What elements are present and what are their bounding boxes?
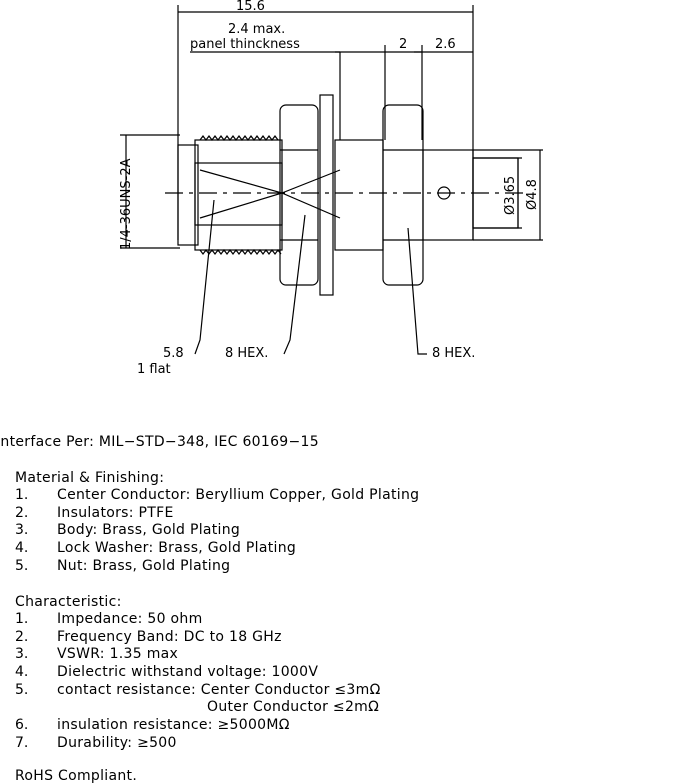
char-item-3: VSWR: 1.35 max	[57, 646, 179, 662]
material-item-4: Lock Washer: Brass, Gold Plating	[57, 540, 297, 556]
char-num-7: 7.	[15, 735, 29, 751]
char-num-1: 1.	[15, 611, 29, 627]
material-num-4: 4.	[15, 540, 29, 556]
interface-line: Interface Per: MIL−STD−348, IEC 60169−15	[0, 434, 319, 450]
char-item-2: Frequency Band: DC to 18 GHz	[57, 629, 282, 645]
material-num-3: 3.	[15, 522, 29, 538]
hex-right-label: 8 HEX.	[432, 346, 475, 361]
material-item-2: Insulators: PTFE	[57, 505, 174, 521]
material-item-5: Nut: Brass, Gold Plating	[57, 558, 231, 574]
dim-2-6-label: 2.6	[435, 37, 456, 52]
hex-left-label: 8 HEX.	[225, 346, 268, 361]
char-item-5: contact resistance: Center Conductor ≤3m…	[57, 682, 381, 698]
char-item-1: Impedance: 50 ohm	[57, 611, 203, 627]
char-item-5-outer: Outer Conductor ≤2mΩ	[207, 699, 380, 715]
char-num-3: 3.	[15, 646, 29, 662]
material-item-1: Center Conductor: Beryllium Copper, Gold…	[57, 487, 420, 503]
dia-48-label: Ø4.8	[525, 179, 540, 210]
thread-spec-label: 1/4-36UNS-2A	[119, 158, 134, 250]
material-heading: Material & Finishing:	[15, 470, 165, 486]
panel-thickness-label: panel thinckness	[190, 37, 300, 52]
material-num-5: 5.	[15, 558, 29, 574]
material-item-3: Body: Brass, Gold Plating	[57, 522, 241, 538]
dim-2-label: 2	[399, 37, 407, 52]
char-num-4: 4.	[15, 664, 29, 680]
char-num-6: 6.	[15, 717, 29, 733]
char-num-5: 5.	[15, 682, 29, 698]
characteristic-heading: Characteristic:	[15, 594, 122, 610]
connector-drawing: 15.6 2.4 max. panel thinckness 2 2.6 1/4…	[119, 0, 543, 377]
rohs-line: RoHS Compliant.	[15, 768, 138, 784]
material-num-2: 2.	[15, 505, 29, 521]
char-item-4: Dielectric withstand voltage: 1000V	[57, 664, 319, 680]
char-num-2: 2.	[15, 629, 29, 645]
flat-size-label: 5.8	[163, 346, 184, 361]
dia-365-label: Ø3.65	[503, 176, 518, 215]
char-item-6: insulation resistance: ≥5000MΩ	[57, 717, 290, 733]
overall-length-label: 15.6	[236, 0, 265, 14]
material-num-1: 1.	[15, 487, 29, 503]
flat-label: 1 flat	[137, 362, 171, 377]
char-item-7: Durability: ≥500	[57, 735, 177, 751]
panel-thickness-max-label: 2.4 max.	[228, 22, 285, 37]
